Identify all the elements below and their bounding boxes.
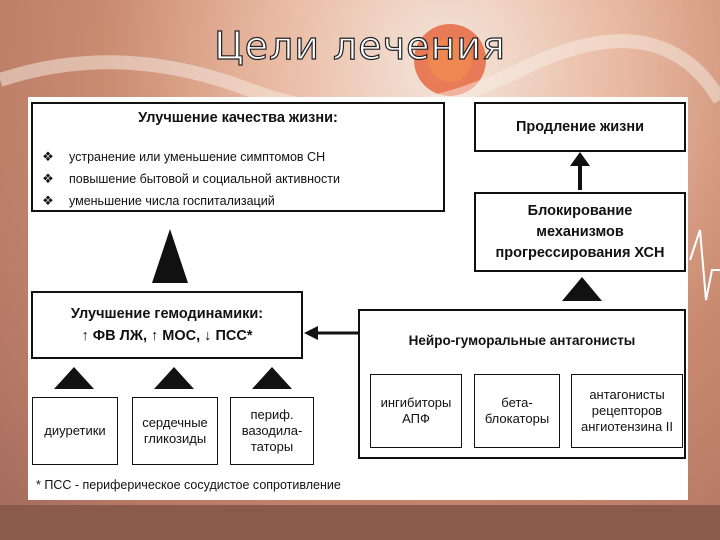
beta-line-1: бета- [501, 395, 533, 410]
hemodynamics-box: Улучшение гемодинамики: ↑ ФВ ЛЖ, ↑ МОС, … [31, 291, 303, 359]
footnote: * ПСС - периферическое сосудистое сопрот… [36, 478, 341, 492]
hemodynamics-params: ↑ ФВ ЛЖ, ↑ МОС, ↓ ПСС* [81, 328, 253, 344]
list-item: ❖ уменьшение числа госпитализаций [39, 190, 340, 212]
glycosides-line-1: сердечные [142, 415, 208, 430]
arb-line-3: ангиотензина II [580, 419, 674, 434]
ace-line-1: ингибиторы [380, 395, 452, 410]
beta-line-2: блокаторы [484, 411, 550, 426]
neurohumoral-antagonists-box: Нейро-гуморальные антагонисты ингибиторы… [358, 309, 686, 459]
page-title: Цели лечения [213, 23, 506, 68]
vasodilators-box: периф. вазодила- таторы [230, 397, 314, 465]
ace-line-2: АПФ [402, 411, 430, 426]
quality-of-life-title: Улучшение качества жизни: [138, 110, 338, 126]
diamond-bullet-icon: ❖ [42, 171, 54, 186]
diamond-bullet-icon: ❖ [42, 193, 54, 208]
up-arrow-icon [570, 152, 590, 190]
list-item-text: уменьшение числа госпитализаций [69, 194, 275, 208]
list-item-text: устранение или уменьшение симптомов СН [69, 150, 326, 164]
prolong-life-box: Продление жизни [474, 102, 686, 152]
list-item-text: повышение бытовой и социальной активност… [69, 172, 340, 186]
diagram-panel: Улучшение качества жизни: ❖ устранение и… [28, 97, 688, 500]
vaso-line-1: периф. [250, 407, 294, 422]
neurohumoral-title: Нейро-гуморальные антагонисты [408, 333, 636, 348]
blocking-line-2: механизмов [536, 223, 624, 240]
glycosides-line-2: гликозиды [143, 431, 207, 446]
triangle-up-icon [54, 367, 94, 389]
vaso-line-2: вазодила- [241, 423, 303, 438]
diuretics-box: диуретики [32, 397, 118, 465]
triangle-up-icon [252, 367, 292, 389]
quality-of-life-box: Улучшение качества жизни: ❖ устранение и… [31, 102, 445, 212]
ace-inhibitors-box: ингибиторы АПФ [370, 374, 462, 448]
vaso-line-3: таторы [250, 439, 294, 454]
beta-blockers-box: бета- блокаторы [474, 374, 560, 448]
list-item: ❖ устранение или уменьшение симптомов СН [39, 146, 340, 168]
left-arrow-icon [304, 326, 359, 340]
list-item: ❖ повышение бытовой и социальной активно… [39, 168, 340, 190]
arb-line-1: антагонисты [589, 387, 665, 402]
triangle-up-icon [154, 367, 194, 389]
arb-line-2: рецепторов [591, 403, 663, 418]
hemodynamics-title: Улучшение гемодинамики: [70, 306, 264, 322]
blocking-mechanisms-box: Блокирование механизмов прогрессирования… [474, 192, 686, 272]
triangle-up-icon [152, 229, 188, 283]
glycosides-box: сердечные гликозиды [132, 397, 218, 465]
quality-of-life-list: ❖ устранение или уменьшение симптомов СН… [39, 146, 340, 212]
diuretics-label: диуретики [44, 423, 106, 438]
diamond-bullet-icon: ❖ [42, 149, 54, 164]
prolong-life-label: Продление жизни [515, 119, 645, 135]
blocking-line-1: Блокирование [527, 202, 633, 219]
arb-box: антагонисты рецепторов ангиотензина II [571, 374, 683, 448]
blocking-line-3: прогрессирования ХСН [495, 244, 665, 261]
triangle-up-icon [562, 277, 602, 301]
